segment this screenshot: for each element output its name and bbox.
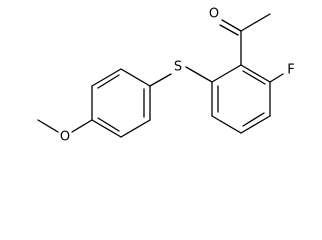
- ring2-inner-bond-2: [97, 117, 120, 132]
- ring-bond-6: [211, 64, 242, 83]
- bond-carbonyl-double-b: [219, 24, 239, 36]
- atom-label-fluorine: F: [287, 63, 294, 78]
- ring2-inner-bond-1: [97, 74, 120, 89]
- ring-inner-bond-2: [242, 112, 265, 127]
- thioether-bridge: [149, 66, 213, 87]
- ring2-bond-5: [120, 119, 151, 138]
- ring-bond-4: [211, 115, 242, 134]
- methoxyphenyl-ring: [37, 68, 151, 138]
- bond-ring-to-fluorine: [269, 73, 284, 83]
- bond-carbonyl-double-a: [221, 19, 242, 32]
- bond-sulfur-to-phenyl: [149, 73, 172, 87]
- molecule-structure-diagram: O F S O: [37, 7, 295, 145]
- atom-label-sulfur: S: [174, 60, 182, 75]
- acetyl-group: [219, 13, 271, 66]
- ring2-bond-1: [120, 68, 151, 87]
- ring2-bond-2: [91, 68, 122, 87]
- atom-label-carbonyl-oxygen: O: [209, 7, 219, 22]
- bond-ring-to-sulfur: [185, 66, 213, 83]
- fluorophenyl-ring: [211, 64, 284, 134]
- bond-carbonyl-to-methyl: [240, 13, 271, 32]
- ring2-bond-4: [91, 119, 122, 138]
- ring-inner-bond-1: [242, 70, 266, 85]
- ring-bond-1: [240, 64, 271, 83]
- bond-oxygen-to-methyl: [37, 119, 59, 133]
- atom-label-methoxy-oxygen: O: [60, 130, 70, 145]
- ring-bond-3: [240, 115, 271, 134]
- bond-ring-to-methoxy-oxygen: [71, 119, 93, 133]
